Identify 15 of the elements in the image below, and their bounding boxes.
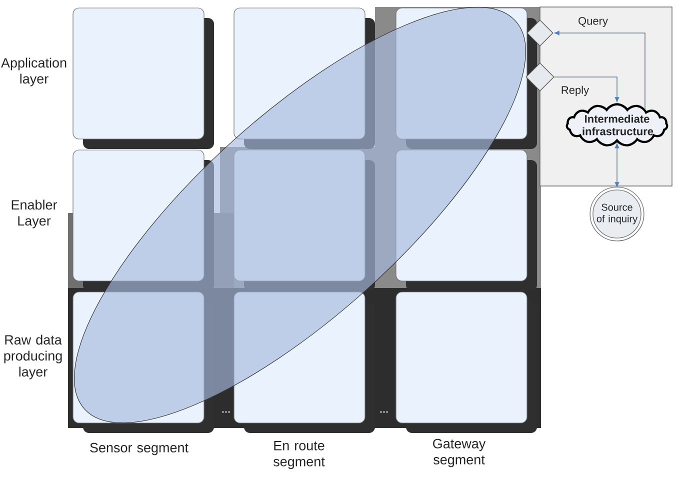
connector-diamond [526,20,554,46]
cloud-node: Intermediate infrastructure [566,103,668,146]
arrow [554,30,646,110]
double-arrow [614,143,620,188]
connector-diamond [526,62,554,92]
ellipsis: ... [380,411,388,413]
row-label: Enabler Layer [12,200,58,228]
edge-label: Query [577,16,609,28]
ellipsis: ... [222,411,230,413]
column-label: Gateway segment [433,438,486,468]
row-label: Raw data producing layer [4,334,62,380]
column-label: Sensor segment [90,442,188,456]
arrow [554,76,620,102]
column-label: En route segment [274,440,325,470]
row-label: Application layer [1,58,66,86]
